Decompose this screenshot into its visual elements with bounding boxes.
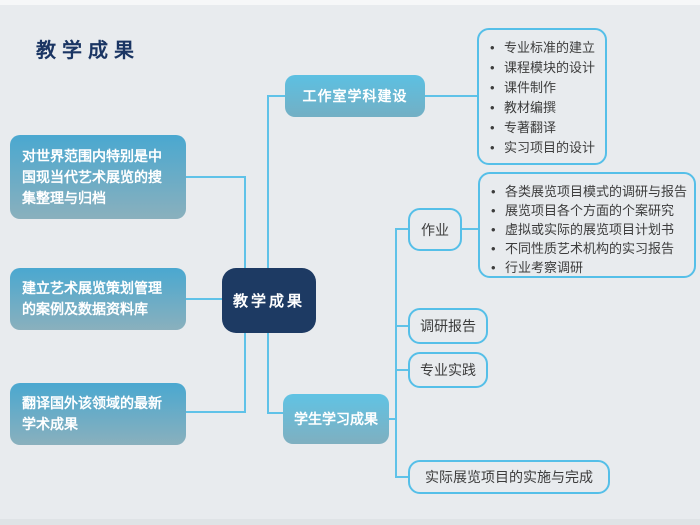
branch-node-translation[interactable]: 翻译国外该领域的最新学术成果 bbox=[10, 383, 186, 445]
leaf-node-professional-practice[interactable]: 专业实践 bbox=[408, 352, 488, 388]
list-item: 实习项目的设计 bbox=[489, 138, 601, 158]
leaf-node-label: 实际展览项目的实施与完成 bbox=[425, 469, 593, 485]
homework-items-list: 各类展览项目模式的调研与报告 展览项目各个方面的个案研究 虚拟或实际的展览项目计… bbox=[480, 174, 694, 285]
connector-center-to-student-h bbox=[267, 412, 283, 414]
connector-center-to-student-v bbox=[267, 333, 269, 414]
connector-center-to-workshop-h bbox=[267, 95, 285, 97]
leaf-node-research-report[interactable]: 调研报告 bbox=[408, 308, 488, 344]
list-item: 课程模块的设计 bbox=[489, 58, 601, 78]
branch-node-label: 对世界范围内特别是中国现当代艺术展览的搜集整理与归档 bbox=[22, 147, 162, 206]
bottom-edge-strip bbox=[0, 519, 700, 525]
top-edge-strip bbox=[0, 0, 700, 5]
list-item: 专业标准的建立 bbox=[489, 38, 601, 58]
workshop-items-list: 专业标准的建立 课程模块的设计 课件制作 教材编撰 专著翻译 实习项目的设计 bbox=[479, 30, 605, 166]
leaf-node-homework[interactable]: 作业 bbox=[408, 208, 462, 251]
branch-node-archive[interactable]: 对世界范围内特别是中国现当代艺术展览的搜集整理与归档 bbox=[10, 135, 186, 219]
branch-node-label: 翻译国外该领域的最新学术成果 bbox=[22, 395, 162, 432]
list-item: 不同性质艺术机构的实习报告 bbox=[490, 239, 690, 258]
leaf-node-exhibition-implementation[interactable]: 实际展览项目的实施与完成 bbox=[408, 460, 610, 494]
connector-to-homework bbox=[395, 228, 408, 230]
leaf-node-label: 作业 bbox=[421, 221, 449, 238]
list-item: 行业考察调研 bbox=[490, 258, 690, 277]
workshop-items-box: 专业标准的建立 课程模块的设计 课件制作 教材编撰 专著翻译 实习项目的设计 bbox=[477, 28, 607, 165]
connector-student-trunk bbox=[395, 228, 397, 478]
leaf-node-label: 调研报告 bbox=[420, 318, 476, 334]
page-title: 教学成果 bbox=[36, 40, 140, 62]
branch-node-label: 工作室学科建设 bbox=[302, 88, 408, 104]
list-item: 课件制作 bbox=[489, 78, 601, 98]
connector-center-to-workshop-v bbox=[267, 96, 269, 268]
list-item: 展览项目各个方面的个案研究 bbox=[490, 201, 690, 220]
center-node-teaching-achievements[interactable]: 教学成果 bbox=[222, 268, 316, 333]
list-item: 各类展览项目模式的调研与报告 bbox=[490, 182, 690, 201]
connector-left2 bbox=[185, 298, 222, 300]
connector-student-stub bbox=[388, 418, 397, 420]
homework-items-box: 各类展览项目模式的调研与报告 展览项目各个方面的个案研究 虚拟或实际的展览项目计… bbox=[478, 172, 696, 278]
connector-to-report bbox=[395, 325, 408, 327]
branch-node-label: 建立艺术展览策划管理的案例及数据资料库 bbox=[22, 280, 162, 317]
list-item: 专著翻译 bbox=[489, 118, 601, 138]
connector-left3-elbow bbox=[185, 411, 244, 413]
connector-workshop-to-list bbox=[425, 95, 477, 97]
connector-left1-elbow bbox=[185, 176, 245, 178]
connector-to-implementation bbox=[395, 476, 408, 478]
branch-node-student-outcomes[interactable]: 学生学习成果 bbox=[283, 394, 389, 444]
connector-homework-to-list bbox=[462, 228, 478, 230]
list-item: 教材编撰 bbox=[489, 98, 601, 118]
connector-to-practice bbox=[395, 369, 408, 371]
branch-node-database[interactable]: 建立艺术展览策划管理的案例及数据资料库 bbox=[10, 268, 186, 330]
list-item: 虚拟或实际的展览项目计划书 bbox=[490, 220, 690, 239]
branch-node-workshop-discipline[interactable]: 工作室学科建设 bbox=[285, 75, 425, 117]
branch-node-label: 学生学习成果 bbox=[294, 411, 378, 427]
center-node-label: 教学成果 bbox=[232, 293, 305, 310]
leaf-node-label: 专业实践 bbox=[420, 362, 476, 378]
